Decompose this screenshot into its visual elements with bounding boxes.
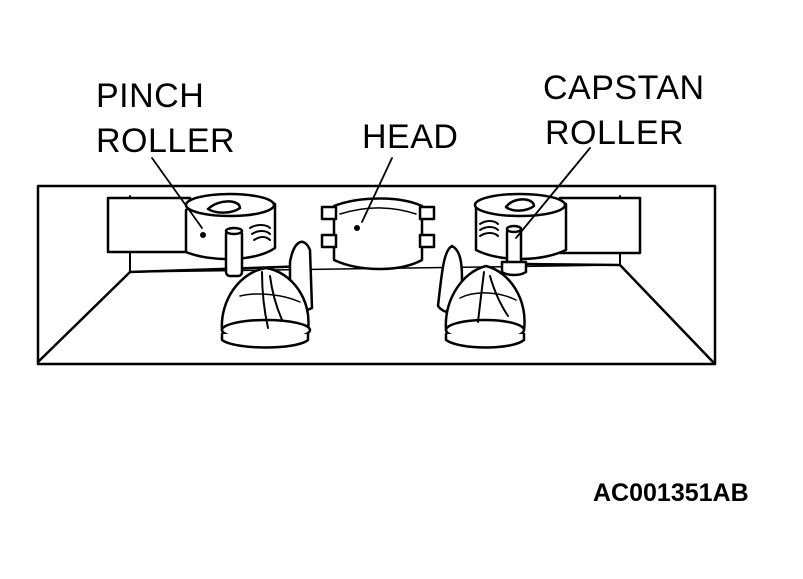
- leader-lines: [151, 147, 591, 239]
- capstan-roller-leader: [515, 147, 591, 239]
- right-reel-hub: [444, 264, 526, 349]
- pinch-roller-leader: [151, 157, 203, 229]
- figure-code: AC001351AB: [593, 479, 749, 507]
- pinch-roller-shaft: [224, 226, 244, 278]
- capstan-roller-label-line2: ROLLER: [545, 114, 685, 152]
- head-leader: [361, 157, 393, 223]
- capstan-roller-label-line1: CAPSTAN: [543, 69, 705, 107]
- left-guide-block: [106, 196, 192, 254]
- pinch-roller-label-line1: PINCH: [96, 77, 205, 115]
- tape-head: [320, 197, 436, 271]
- right-guide-block: [558, 196, 642, 255]
- pinch-roller-label-line2: ROLLER: [96, 122, 236, 160]
- left-reel-hub: [220, 266, 312, 349]
- capstan-shaft: [500, 224, 528, 277]
- head-label: HEAD: [362, 118, 459, 156]
